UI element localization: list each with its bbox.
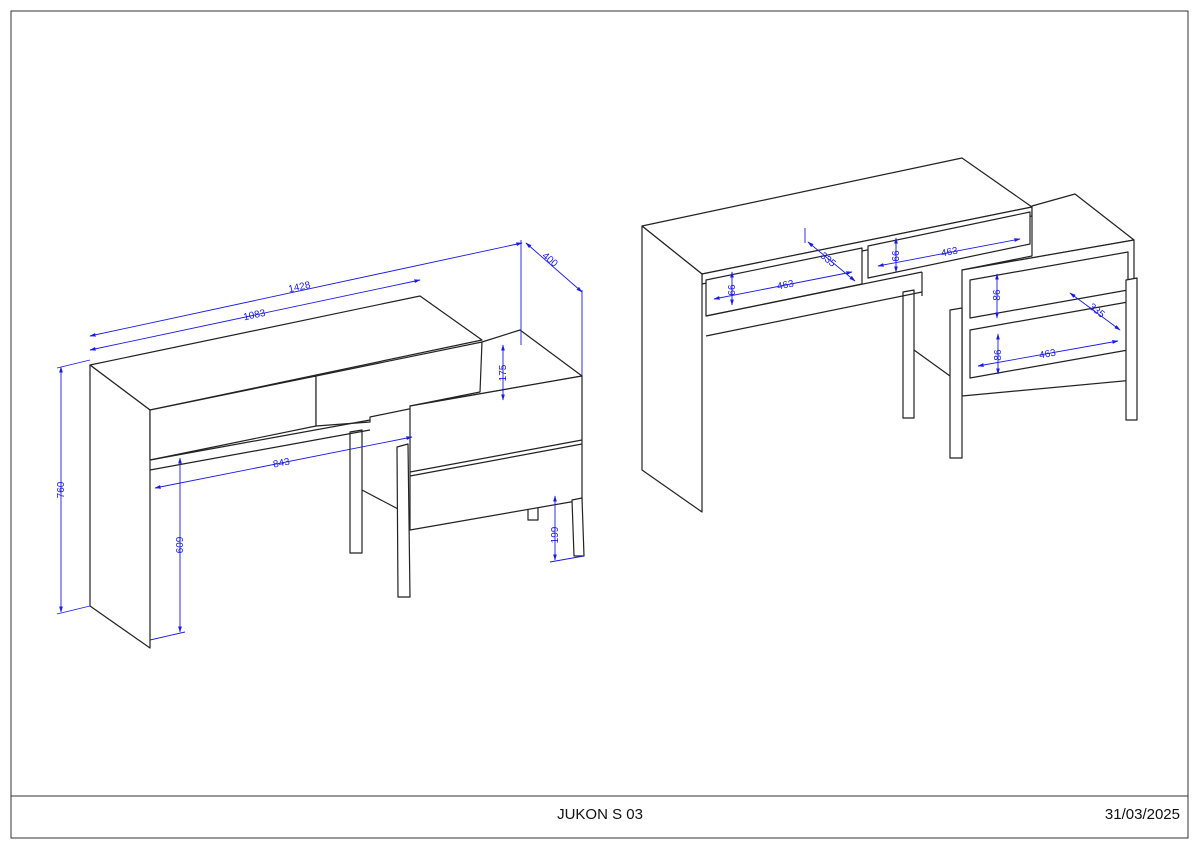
dim-line-463-cabinet [977, 340, 1119, 367]
extension-line [56, 359, 91, 369]
dim-label-66-right: 66 [891, 250, 902, 262]
drawing-date: 31/03/2025 [1104, 806, 1180, 823]
desk-side-panel [89, 364, 151, 649]
dim-line-335-desk [807, 241, 856, 282]
dim-label-463-cabinet: 463 [1038, 348, 1057, 362]
stretcher [361, 489, 401, 511]
dim-label-400: 400 [540, 251, 560, 270]
dim-label-1083: 1083 [242, 308, 266, 323]
dim-label-199: 199 [550, 526, 561, 543]
open-drawers-view: 66 463 335 66 463 86 335 86 463 [641, 157, 1138, 513]
dim-line-400 [525, 242, 583, 293]
dim-line-1083 [89, 279, 421, 351]
dim-label-1428: 1428 [287, 280, 311, 295]
cabinet-drawer-split-2 [409, 443, 583, 477]
dim-label-609: 609 [175, 536, 186, 553]
dim-label-463-left: 463 [776, 278, 795, 292]
desk-front-rail [705, 291, 923, 337]
stretcher [913, 349, 951, 377]
model-name: JUKON S 03 [557, 806, 643, 823]
dim-label-175: 175 [498, 364, 509, 381]
cabinet-front-leg-left [949, 307, 963, 459]
dim-label-86-top: 86 [992, 289, 1003, 301]
extension-line [549, 555, 585, 563]
cabinet-drawer-split [409, 439, 583, 473]
cabinet-front-leg-right [571, 497, 585, 557]
dim-line-463-right [877, 238, 1021, 267]
assembled-view: 1428 1083 400 760 609 843 175 199 [56, 240, 585, 649]
dim-label-463-right: 463 [940, 245, 959, 259]
desk-rear-leg [902, 289, 915, 419]
extension-line [56, 605, 91, 615]
drawing-frame [10, 10, 1189, 839]
dim-label-760: 760 [56, 481, 67, 498]
dim-line-335-cabinet [1069, 292, 1121, 331]
dim-line-843 [154, 436, 413, 489]
extension-line [149, 631, 186, 641]
desk-side-panel [641, 225, 703, 513]
dim-label-66-left: 66 [727, 284, 738, 296]
cabinet-front-leg-right [1125, 277, 1138, 421]
dim-label-86-bottom: 86 [993, 349, 1004, 361]
cabinet-front-leg-left [396, 443, 411, 598]
dim-label-843: 843 [272, 456, 291, 470]
